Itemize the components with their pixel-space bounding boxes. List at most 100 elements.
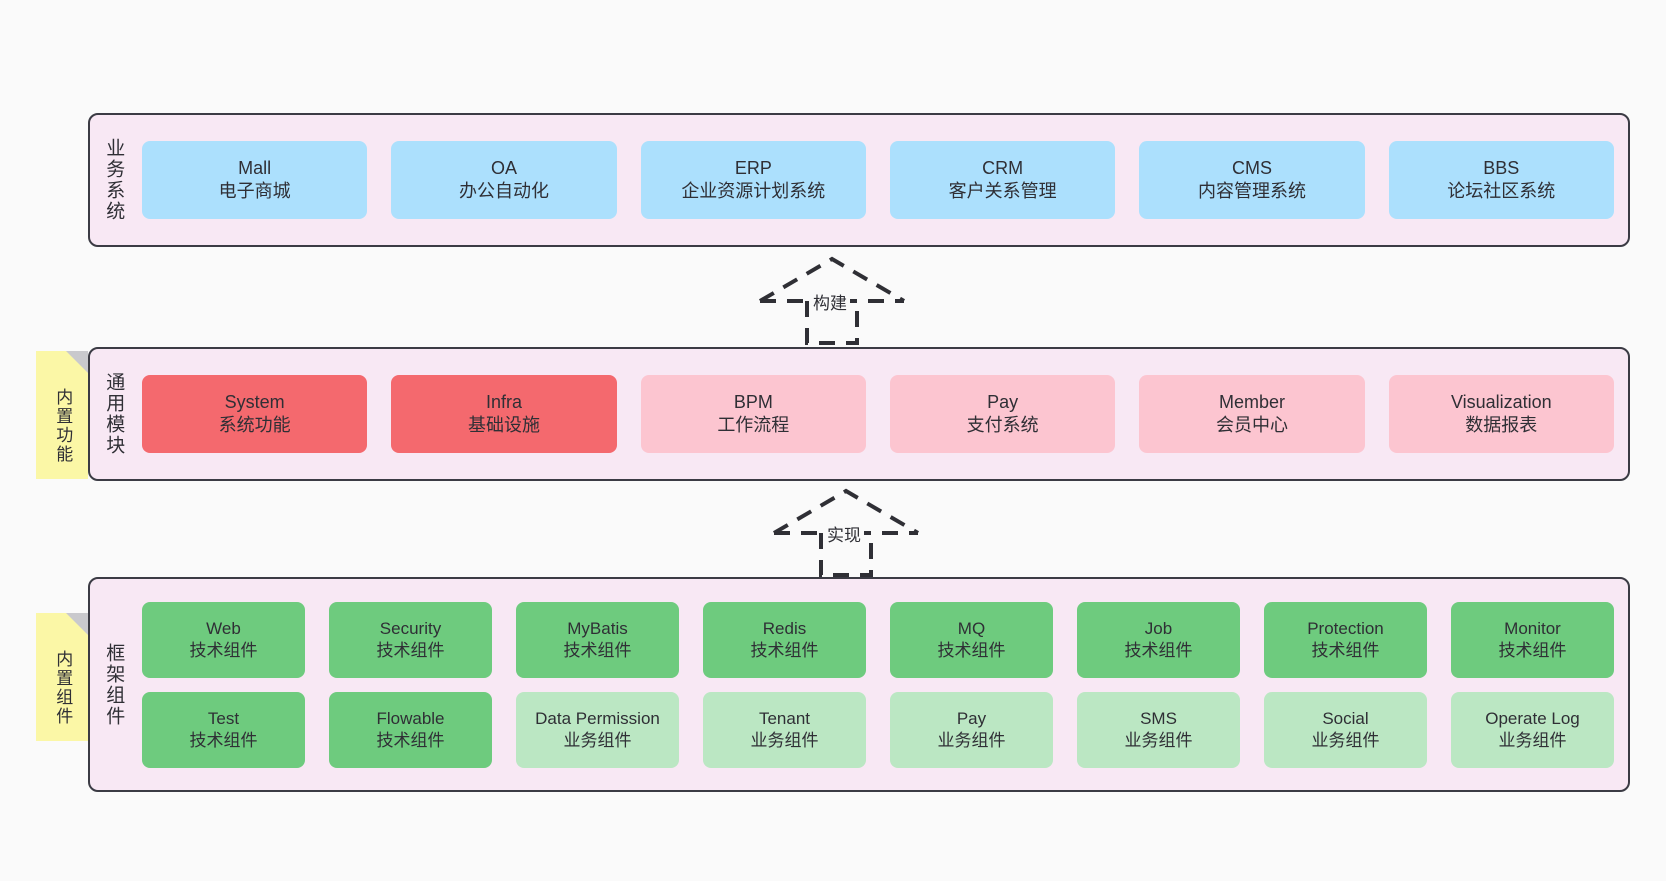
layer-framework-components: 框架组件 Web 技术组件 Security 技术组件 MyBatis 技术组件… — [88, 577, 1630, 792]
arrow-label-build: 构建 — [810, 289, 850, 314]
card-protection[interactable]: Protection 技术组件 — [1264, 601, 1427, 678]
card-title-en: Mall — [238, 157, 272, 178]
card-mall[interactable]: Mall 电子商城 — [142, 141, 368, 219]
card-title-cn: 技术组件 — [189, 730, 258, 750]
card-pay-business[interactable]: Pay 业务组件 — [890, 691, 1053, 768]
business-systems-row: Mall 电子商城 OA 办公自动化 ERP 企业资源计划系统 CRM 客户关系… — [142, 141, 1614, 219]
card-title-en: Monitor — [1504, 618, 1561, 638]
card-title-cn: 支付系统 — [966, 415, 1039, 435]
arrow-implement: 实现 — [766, 485, 926, 577]
layer-body-common-modules: System 系统功能 Infra 基础设施 BPM 工作流程 Pay 支付系统… — [136, 349, 1628, 479]
card-title-en: Security — [379, 618, 442, 638]
card-title-en: Pay — [956, 708, 987, 728]
card-title-cn: 技术组件 — [750, 640, 819, 660]
card-title-cn: 业务组件 — [1498, 730, 1567, 750]
card-title-cn: 业务组件 — [750, 730, 819, 750]
card-tenant[interactable]: Tenant 业务组件 — [703, 691, 866, 768]
card-title-en: CRM — [982, 157, 1024, 178]
card-title-cn: 工作流程 — [717, 415, 790, 435]
card-flowable[interactable]: Flowable 技术组件 — [329, 691, 492, 768]
card-title-cn: 会员中心 — [1215, 415, 1288, 435]
arrow-shaft — [819, 533, 873, 577]
card-title-cn: 技术组件 — [563, 640, 632, 660]
arrowhead-hollow-triangle — [772, 488, 920, 535]
layer-business-systems: 业务系统 Mall 电子商城 OA 办公自动化 ERP 企业资源计划系统 CRM… — [88, 113, 1630, 247]
card-test[interactable]: Test 技术组件 — [142, 691, 305, 768]
arrow-shaft — [805, 301, 859, 345]
card-title-en: BBS — [1483, 157, 1520, 178]
card-title-en: Test — [207, 708, 240, 728]
card-title-cn: 技术组件 — [189, 640, 258, 660]
card-bpm[interactable]: BPM 工作流程 — [640, 375, 866, 453]
card-title-en: Social — [1322, 708, 1369, 728]
card-mq[interactable]: MQ 技术组件 — [890, 601, 1053, 678]
card-crm[interactable]: CRM 客户关系管理 — [889, 141, 1116, 219]
card-title-en: ERP — [734, 157, 772, 178]
card-title-cn: 业务组件 — [563, 730, 632, 750]
card-title-en: Job — [1144, 618, 1173, 638]
card-operate-log[interactable]: Operate Log 业务组件 — [1451, 691, 1614, 768]
card-title-en: Operate Log — [1485, 708, 1580, 728]
card-sms[interactable]: SMS 业务组件 — [1077, 691, 1240, 768]
card-system[interactable]: System 系统功能 — [142, 375, 368, 453]
card-title-cn: 企业资源计划系统 — [681, 181, 826, 201]
sticky-note-builtin-function[interactable]: 内置功能 — [36, 351, 88, 479]
card-title-en: Infra — [485, 391, 522, 412]
card-title-en: Protection — [1307, 618, 1384, 638]
card-title-cn: 技术组件 — [1498, 640, 1567, 660]
card-member[interactable]: Member 会员中心 — [1139, 375, 1365, 453]
card-title-en: Tenant — [758, 708, 811, 728]
card-bbs[interactable]: BBS 论坛社区系统 — [1388, 141, 1614, 219]
card-job[interactable]: Job 技术组件 — [1077, 601, 1240, 678]
card-security[interactable]: Security 技术组件 — [329, 601, 492, 678]
card-mybatis[interactable]: MyBatis 技术组件 — [516, 601, 679, 678]
card-title-en: Data Permission — [535, 708, 660, 728]
card-monitor[interactable]: Monitor 技术组件 — [1451, 601, 1614, 678]
card-cms[interactable]: CMS 内容管理系统 — [1139, 141, 1365, 219]
common-modules-row: System 系统功能 Infra 基础设施 BPM 工作流程 Pay 支付系统… — [142, 375, 1614, 453]
card-title-cn: 数据报表 — [1465, 415, 1538, 435]
layer-title-common-modules: 通用模块 — [103, 372, 125, 456]
layer-title-framework-components: 框架组件 — [103, 642, 125, 727]
layer-title-business-systems: 业务系统 — [103, 138, 125, 222]
card-title-cn: 内容管理系统 — [1197, 181, 1306, 201]
card-title-en: BPM — [733, 391, 773, 412]
card-infra[interactable]: Infra 基础设施 — [391, 375, 617, 453]
card-title-en: System — [224, 391, 285, 412]
card-title-cn: 业务组件 — [1124, 730, 1193, 750]
card-title-en: MyBatis — [567, 618, 628, 638]
card-pay[interactable]: Pay 支付系统 — [889, 375, 1116, 453]
card-title-en: Visualization — [1450, 391, 1552, 412]
card-title-cn: 技术组件 — [1311, 640, 1380, 660]
card-title-cn: 业务组件 — [1311, 730, 1380, 750]
arrow-label-implement: 实现 — [824, 521, 864, 546]
card-title-en: SMS — [1140, 708, 1177, 728]
card-title-en: MQ — [957, 618, 986, 638]
framework-business-row: Test 技术组件 Flowable 技术组件 Data Permission … — [142, 691, 1614, 768]
card-title-en: CMS — [1231, 157, 1272, 178]
card-title-en: Member — [1218, 391, 1285, 412]
card-erp[interactable]: ERP 企业资源计划系统 — [640, 141, 866, 219]
arrow-build: 构建 — [752, 253, 912, 345]
card-title-cn: 办公自动化 — [458, 181, 549, 201]
card-title-cn: 技术组件 — [376, 640, 445, 660]
card-visualization[interactable]: Visualization 数据报表 — [1388, 375, 1614, 453]
card-title-en: OA — [490, 157, 517, 178]
card-web[interactable]: Web 技术组件 — [142, 601, 305, 678]
card-redis[interactable]: Redis 技术组件 — [703, 601, 866, 678]
layer-body-framework-components: Web 技术组件 Security 技术组件 MyBatis 技术组件 Redi… — [136, 579, 1628, 790]
card-title-en: Web — [206, 618, 241, 638]
sticky-note-builtin-component[interactable]: 内置组件 — [36, 613, 88, 741]
sticky-note-text: 内置功能 — [53, 388, 73, 464]
card-title-cn: 技术组件 — [937, 640, 1006, 660]
card-title-en: Redis — [762, 618, 807, 638]
card-social[interactable]: Social 业务组件 — [1264, 691, 1427, 768]
card-title-cn: 基础设施 — [467, 415, 540, 435]
card-title-cn: 电子商城 — [218, 181, 291, 201]
card-title-cn: 论坛社区系统 — [1447, 181, 1556, 201]
card-data-permission[interactable]: Data Permission 业务组件 — [516, 691, 679, 768]
card-title-cn: 技术组件 — [1124, 640, 1193, 660]
card-oa[interactable]: OA 办公自动化 — [391, 141, 617, 219]
layer-body-business-systems: Mall 电子商城 OA 办公自动化 ERP 企业资源计划系统 CRM 客户关系… — [136, 115, 1628, 245]
